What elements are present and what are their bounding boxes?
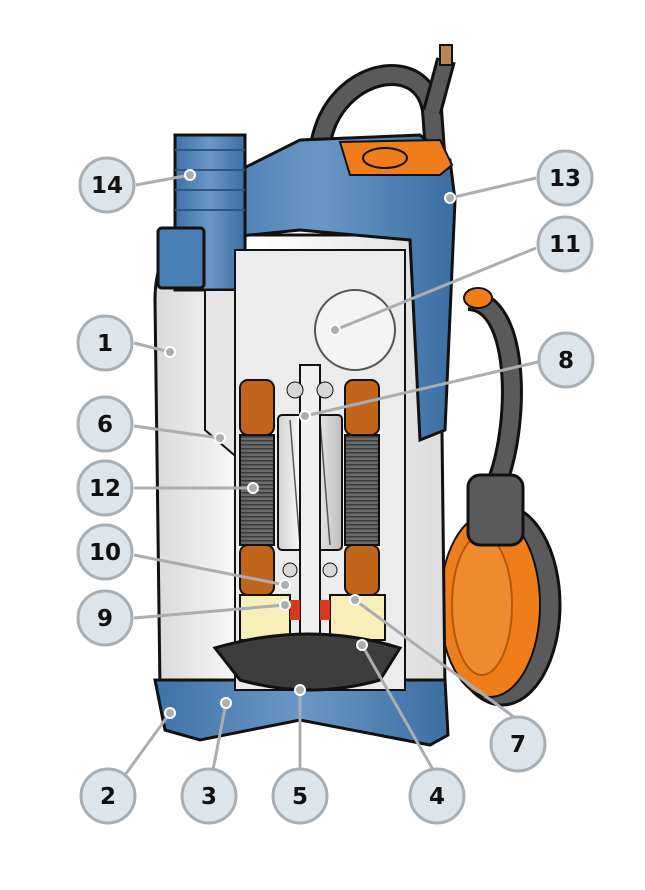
- callouts: [123, 169, 539, 776]
- svg-text:14: 14: [91, 173, 123, 199]
- callout-11: 11: [536, 215, 594, 273]
- callout-4: 4: [408, 767, 466, 825]
- cable-copper-end: [439, 44, 453, 66]
- callout-14: 14: [78, 156, 136, 214]
- float-cable: [463, 287, 523, 484]
- capacitor: [314, 289, 396, 371]
- callout-7: 7: [489, 715, 547, 773]
- motor-cutaway: [212, 249, 406, 692]
- shaft: [299, 364, 321, 656]
- svg-text:4: 4: [429, 784, 445, 810]
- callout-8: 8: [537, 331, 595, 389]
- callout-13: 13: [536, 149, 594, 207]
- callout-5: 5: [271, 767, 329, 825]
- handle: [177, 133, 457, 443]
- svg-text:6: 6: [97, 412, 113, 438]
- callout-3: 3: [180, 767, 238, 825]
- callout-6: 6: [76, 395, 134, 453]
- callout-10: 10: [76, 523, 134, 581]
- svg-text:7: 7: [510, 732, 526, 758]
- svg-text:11: 11: [549, 232, 581, 258]
- svg-text:1: 1: [97, 331, 113, 357]
- callout-9: 9: [76, 589, 134, 647]
- impeller: [212, 632, 403, 692]
- float-switch: [439, 473, 562, 707]
- outlet-pipe: [156, 133, 247, 463]
- svg-text:3: 3: [201, 784, 217, 810]
- svg-text:10: 10: [89, 540, 121, 566]
- svg-text:13: 13: [549, 166, 581, 192]
- svg-text:5: 5: [292, 784, 308, 810]
- svg-text:2: 2: [100, 784, 116, 810]
- callout-12: 12: [76, 459, 134, 517]
- svg-text:12: 12: [89, 476, 121, 502]
- callout-2: 2: [79, 767, 137, 825]
- svg-text:9: 9: [97, 606, 113, 632]
- callout-1: 1: [76, 314, 134, 372]
- svg-text:8: 8: [558, 348, 574, 374]
